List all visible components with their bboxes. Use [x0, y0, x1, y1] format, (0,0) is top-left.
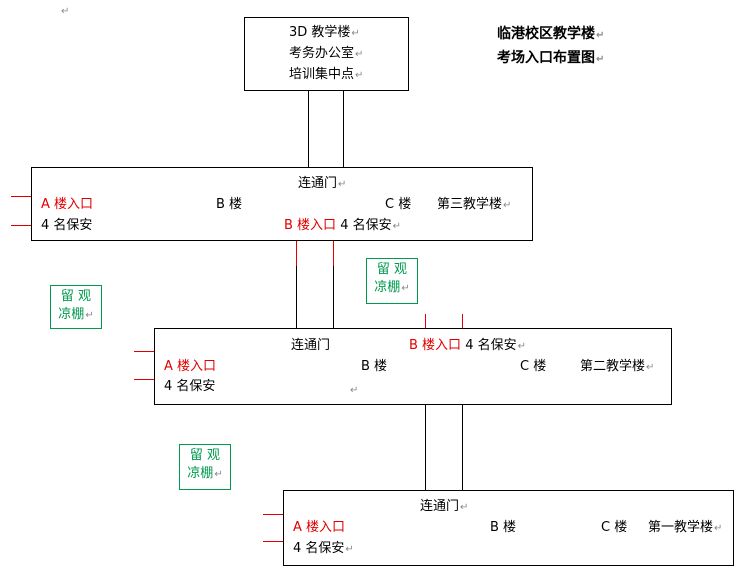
building3-c-label: C 楼 — [385, 197, 412, 212]
corridor-line-left — [308, 91, 309, 168]
building1-c-label: C 楼 — [601, 520, 628, 535]
shed-2: 留 观 凉棚↵ — [366, 258, 418, 304]
building1-gate: 连通门↵ — [420, 499, 469, 514]
building3-gate: 连通门↵ — [298, 176, 347, 191]
building1-a-guards: 4 名保安↵ — [293, 541, 354, 556]
building1-box — [283, 490, 734, 566]
shed-1: 留 观 凉棚↵ — [50, 285, 102, 329]
building1-entrance-marker-2 — [263, 541, 283, 542]
building3-a-guards: 4 名保安 — [41, 218, 93, 233]
building2-a-guards: 4 名保安 — [164, 379, 216, 394]
building1-entrance-marker-1 — [263, 514, 283, 515]
shed-3: 留 观 凉棚↵ — [179, 444, 231, 490]
building2-b-entrance-marker-left — [425, 314, 426, 328]
office-building-line2: 考务办公室↵ — [289, 46, 364, 61]
corridor-line-right — [343, 91, 344, 168]
building3-a-entrance: A 楼入口 — [41, 197, 94, 212]
building3-entrance-marker-1 — [11, 196, 31, 197]
building2-a-entrance: A 楼入口 — [164, 359, 217, 374]
building3-entrance-marker-2 — [11, 225, 31, 226]
office-building-box — [244, 17, 409, 91]
building1-name: 第一教学楼↵ — [648, 520, 723, 535]
building2-name: 第二教学楼↵ — [580, 359, 655, 374]
shed-3-line2: 凉棚↵ — [187, 466, 223, 481]
building2-c-label: C 楼 — [520, 359, 547, 374]
building2-b-entrance-row: B 楼入口 4 名保安↵ — [409, 338, 526, 353]
building1-b-label: B 楼 — [490, 520, 517, 535]
building2-gate: 连通门 — [291, 338, 331, 353]
shed-1-line2: 凉棚↵ — [58, 307, 94, 322]
office-building-line3: 培训集中点↵ — [289, 67, 364, 82]
building2-entrance-marker-2 — [134, 379, 154, 380]
building1-a-entrance: A 楼入口 — [293, 520, 346, 535]
building3-box — [31, 167, 533, 241]
building3-name: 第三教学楼↵ — [437, 197, 512, 212]
office-building-line1: 3D 教学楼↵ — [289, 25, 360, 40]
diagram-title-line2: 考场入口布置图↵ — [497, 50, 605, 66]
building2-b-entrance-marker-right — [462, 314, 463, 328]
b-entrance-marker-right — [333, 241, 334, 266]
shed-3-line1: 留 观 — [189, 448, 221, 463]
shed-2-line2: 凉棚↵ — [374, 280, 410, 295]
shed-2-line1: 留 观 — [376, 262, 408, 277]
paragraph-mark: ↵ — [350, 385, 359, 396]
corridor2-line-right — [333, 266, 334, 328]
building2-box — [154, 328, 672, 405]
paragraph-mark: ↵ — [61, 6, 70, 17]
corridor3-line-left — [425, 405, 426, 491]
building2-b-label: B 楼 — [361, 359, 388, 374]
diagram-title-line1: 临港校区教学楼↵ — [497, 26, 605, 42]
building3-b-label: B 楼 — [216, 197, 243, 212]
building2-entrance-marker-1 — [134, 351, 154, 352]
corridor3-line-right — [462, 405, 463, 491]
shed-1-line1: 留 观 — [60, 289, 92, 304]
b-entrance-marker-left — [296, 241, 297, 266]
corridor2-line-left — [296, 266, 297, 328]
building3-b-entrance-row: B 楼入口 4 名保安↵ — [284, 218, 401, 233]
